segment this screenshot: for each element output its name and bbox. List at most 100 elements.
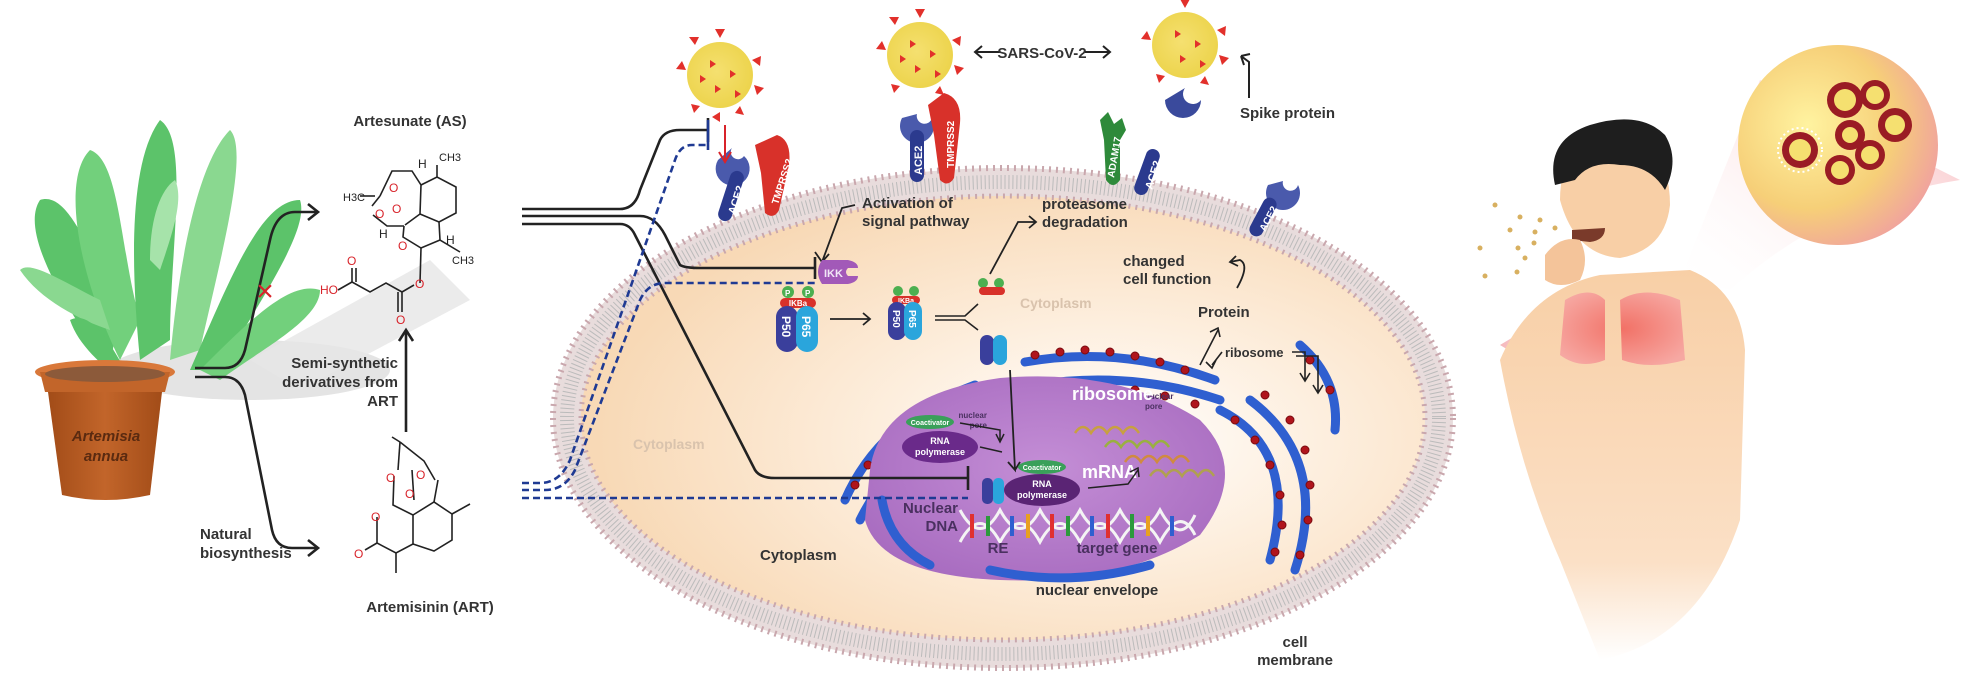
sars-cov-2-text: SARS-CoV-2 xyxy=(997,45,1086,62)
p50-label: P50 xyxy=(890,310,901,328)
ace2-receptor: ACE2 xyxy=(715,148,750,222)
atom-o: O xyxy=(347,254,356,268)
ikk-complex: IKK xyxy=(818,260,858,284)
plant-foliage xyxy=(20,120,320,390)
p50-label: P50 xyxy=(779,316,793,338)
recruitment-arrows xyxy=(959,422,1005,453)
cell-membrane-label-1: cell xyxy=(1282,634,1307,651)
semi-synthetic-label-3: ART xyxy=(367,393,398,410)
phosphate-label: P xyxy=(805,289,811,298)
ribosome-inner-label: ribosome xyxy=(1072,384,1153,404)
translation-arrow xyxy=(1199,326,1221,366)
plant-name-line2: annua xyxy=(84,448,128,465)
atom-o: O xyxy=(386,471,395,485)
function-arrow xyxy=(1228,255,1246,289)
proteasome-label-1: proteasome xyxy=(1042,196,1127,213)
atom-o: O xyxy=(396,313,405,327)
nuclear-pore-label-2: pore xyxy=(1145,402,1163,411)
rna-polymerase-label-2: polymerase xyxy=(915,447,965,457)
nuclear-pore-label-1: nuclear xyxy=(959,411,987,420)
atom-ch3: CH3 xyxy=(439,152,461,164)
atom-h3c: H3C xyxy=(343,192,365,204)
sars-cov-2-virus xyxy=(676,29,764,122)
nfkb-ikba-complex: P P IKBa P50 P65 xyxy=(776,286,818,352)
sars-cov-2-virus xyxy=(876,9,964,95)
artemisinin-title: Artemisinin (ART) xyxy=(366,599,494,616)
tmprss2-label: TMPRSS2 xyxy=(946,120,957,168)
atom-h: H xyxy=(418,157,427,171)
coactivator-rna-polymerase: Coactivator RNA polymerase xyxy=(902,415,978,463)
changed-function-label-1: changed xyxy=(1123,253,1185,270)
coactivator-label: Coactivator xyxy=(1023,465,1062,472)
torso xyxy=(1500,270,1745,660)
ace2-label: ACE2 xyxy=(913,146,925,175)
re-label: RE xyxy=(988,540,1009,557)
inhibition-lines-dashed xyxy=(522,143,968,500)
natural-biosynthesis-label-2: biosynthesis xyxy=(200,545,292,562)
cytoplasm-label: Cytoplasm xyxy=(760,547,837,564)
dna-helix xyxy=(958,506,1197,546)
atom-h: H xyxy=(379,227,388,241)
split-arrow xyxy=(935,303,979,331)
semi-synthetic-label-2: derivatives from xyxy=(282,374,398,391)
flower-pot xyxy=(35,360,175,500)
tmprss2-receptor: TMPRSS2 xyxy=(755,135,796,216)
cough-droplets xyxy=(1477,202,1558,279)
atom-h: H xyxy=(446,233,455,247)
ikk-label: IKK xyxy=(824,268,843,280)
natural-biosynthesis-label-1: Natural xyxy=(200,526,252,543)
ikba-label: IKBa xyxy=(898,298,914,305)
viral-entry-arrow xyxy=(718,125,732,164)
spike-protein-label: Spike protein xyxy=(1240,105,1335,122)
degradation-arrow xyxy=(989,215,1038,275)
nuclear-translocation-arrow xyxy=(1007,369,1021,473)
nuclear-envelope-label: nuclear envelope xyxy=(1036,582,1159,599)
sars-cov-2-label: SARS-CoV-2 xyxy=(973,45,1112,62)
nuclear-dna-label-1: Nuclear xyxy=(903,500,958,517)
adam17-receptor: ADAM17 xyxy=(1100,112,1126,185)
coughing-person xyxy=(1500,119,1745,660)
artesunate-title: Artesunate (AS) xyxy=(353,113,466,130)
artesunate-structure xyxy=(337,165,461,312)
proteasome-label-2: degradation xyxy=(1042,214,1128,231)
changed-function-label-2: cell function xyxy=(1123,271,1211,288)
ace2-bound-to-spike xyxy=(1165,88,1201,118)
mouth xyxy=(1572,228,1605,242)
artemisia-plant-illustration: Artemisia annua xyxy=(20,120,470,500)
ikba-label: IKBa xyxy=(789,299,808,308)
nfkb-ikba-complex: IKBa P50 P65 xyxy=(888,286,922,340)
coactivator-label: Coactivator xyxy=(911,420,950,427)
atom-o: O xyxy=(392,202,401,216)
activation-label-1: Activation of xyxy=(862,195,954,212)
rna-polymerase-label-1: RNA xyxy=(930,436,950,446)
artemisinin-atoms: O O O O O xyxy=(354,468,425,561)
mrna-label: mRNA xyxy=(1082,462,1137,482)
atom-o: O xyxy=(398,239,407,253)
protein-label: Protein xyxy=(1198,304,1250,321)
atom-ho: HO xyxy=(320,283,338,297)
atom-o: O xyxy=(375,207,384,221)
atom-o: O xyxy=(389,181,398,195)
lung-infection-bubble xyxy=(1738,45,1938,245)
ribosome-label: ribosome xyxy=(1225,345,1284,360)
ribosome-pointer xyxy=(1205,351,1223,370)
atom-o: O xyxy=(405,487,414,501)
p50-p65-dimer xyxy=(980,335,1007,365)
natural-biosynthesis-arrow xyxy=(195,375,318,550)
blocked-pathway-arrow xyxy=(195,210,318,370)
nuclear-pore-label-1: nuclear xyxy=(1145,392,1173,401)
nuclear-envelope-segment xyxy=(985,560,1155,583)
cytoplasm-label-faint: Cytoplasm xyxy=(633,436,705,452)
rna-polymerase-label-1: RNA xyxy=(1032,479,1052,489)
hair xyxy=(1553,119,1673,190)
transcription-arrow xyxy=(1087,466,1140,489)
cytoplasm-label-faint: Cytoplasm xyxy=(1020,295,1092,311)
tmprss2-receptor: TMPRSS2 xyxy=(928,93,961,184)
ace2-receptor: ACE2 xyxy=(900,114,934,182)
artesunate-atoms: H3C CH3 H H H CH3 O O O O O O O HO xyxy=(320,152,474,327)
atom-ch3: CH3 xyxy=(452,255,474,267)
lungs xyxy=(1560,292,1685,365)
ace2-receptor: ACE2 xyxy=(1249,181,1300,237)
atom-o: O xyxy=(416,468,425,482)
p50-p65-dna-bound xyxy=(982,478,1004,504)
